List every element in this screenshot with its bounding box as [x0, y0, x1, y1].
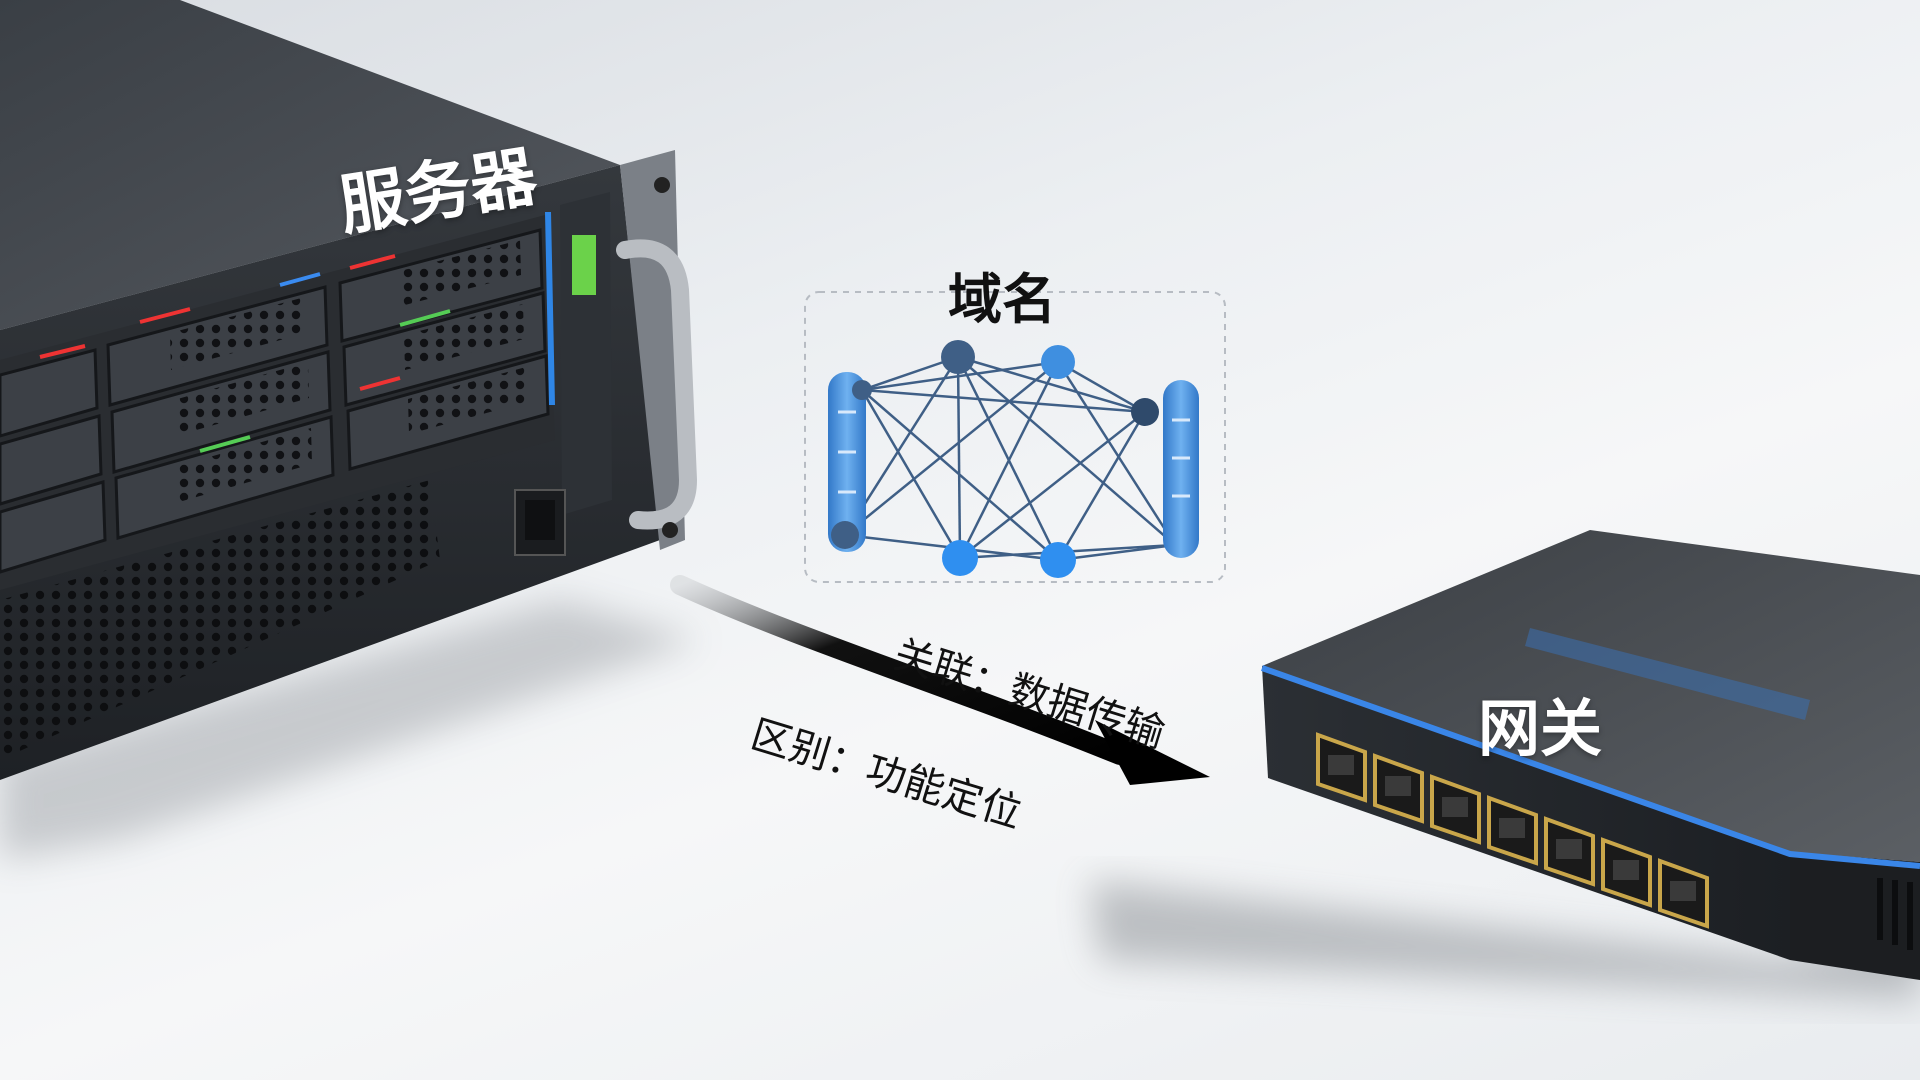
server-rack-icon: [0, 0, 698, 780]
network-bars: [828, 372, 1199, 558]
floor-shadows: [0, 600, 1920, 1000]
network-edges: [843, 355, 1177, 562]
arrow-icon: [670, 575, 1210, 785]
network-switch-icon: [1261, 530, 1920, 980]
gateway-label: 网关: [1478, 692, 1603, 765]
server-leds: [39, 211, 555, 453]
network-graph-icon: [804, 291, 1226, 583]
domain-label: 域名: [948, 268, 1056, 331]
network-nodes: [831, 340, 1159, 578]
ethernet-ports: [1316, 732, 1709, 929]
